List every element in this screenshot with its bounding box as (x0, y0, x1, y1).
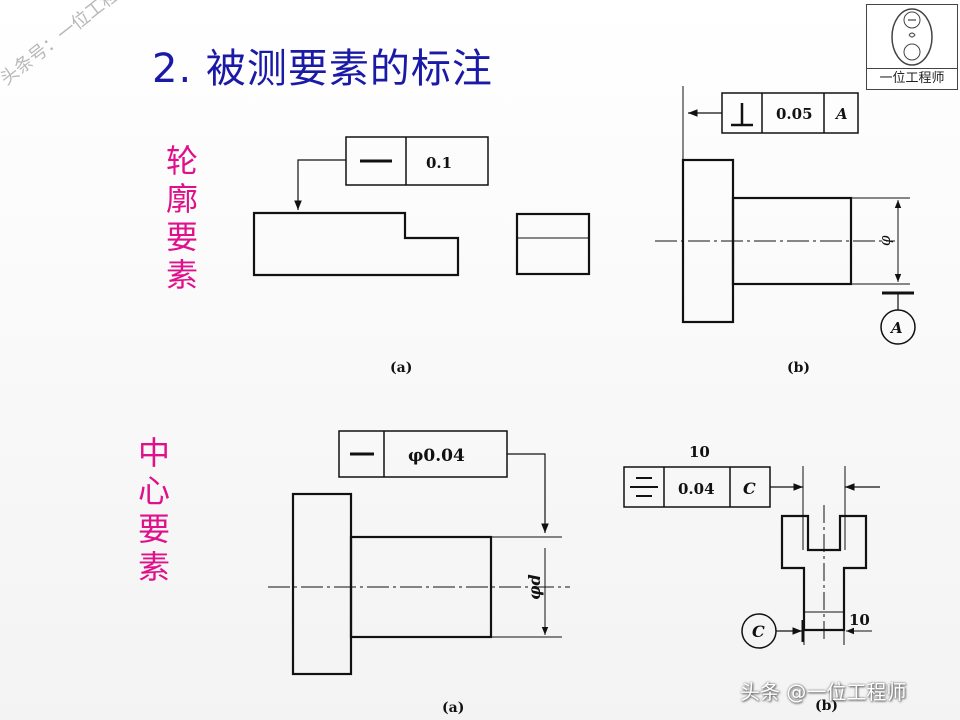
contour-fig-a (252, 136, 591, 277)
center-feature-label: 中心要素 (134, 434, 174, 586)
footer-watermark: 头条 @一位工程师 (740, 680, 907, 704)
caption-bottom-b: (b) (815, 698, 838, 714)
datum-ref-a: A (834, 105, 848, 123)
caption-top-b: (b) (787, 360, 810, 376)
logo-text: 一位工程师 (867, 68, 957, 89)
datum-circle-c (741, 613, 777, 649)
tolerance-value-sym: 0.04 (678, 480, 715, 498)
tolerance-frame-straightness-a (345, 136, 489, 186)
stepped-block-outline (252, 211, 460, 277)
tolerance-value-b: 0.05 (776, 105, 813, 123)
datum-circle-label-c: C (752, 622, 765, 641)
brand-logo: 一位工程师 (866, 4, 958, 90)
block-side-view (515, 212, 591, 276)
dim-bottom-10: 10 (849, 611, 870, 629)
datum-ref-c: C (743, 479, 756, 498)
caption-top-a: (a) (390, 360, 412, 376)
page-title: 2. 被测要素的标注 (152, 46, 493, 92)
contour-label-text: 轮廓要素 (165, 142, 198, 294)
contour-feature-label: 轮廓要素 (162, 142, 202, 294)
datum-circle-label-a: A (889, 319, 903, 337)
tolerance-value-a: 0.1 (426, 154, 452, 172)
datum-circle-a (880, 309, 916, 345)
tolerance-value-axis: φ0.04 (408, 446, 465, 466)
fork-part-outline (780, 514, 868, 632)
dim-label-phi: φ (876, 235, 894, 246)
contour-fig-b (655, 86, 916, 345)
center-fig-b (623, 466, 880, 649)
symmetry-icon (630, 477, 658, 497)
perpendicularity-icon (731, 103, 753, 127)
center-fig-a (268, 430, 570, 676)
dim-label-phi-d: φd (525, 574, 544, 600)
flange-outline-c (291, 492, 353, 676)
dim-top-10: 10 (689, 443, 710, 461)
logo-emblem-icon (891, 8, 933, 66)
caption-bottom-a: (a) (442, 700, 464, 716)
center-label-text: 中心要素 (137, 434, 170, 586)
